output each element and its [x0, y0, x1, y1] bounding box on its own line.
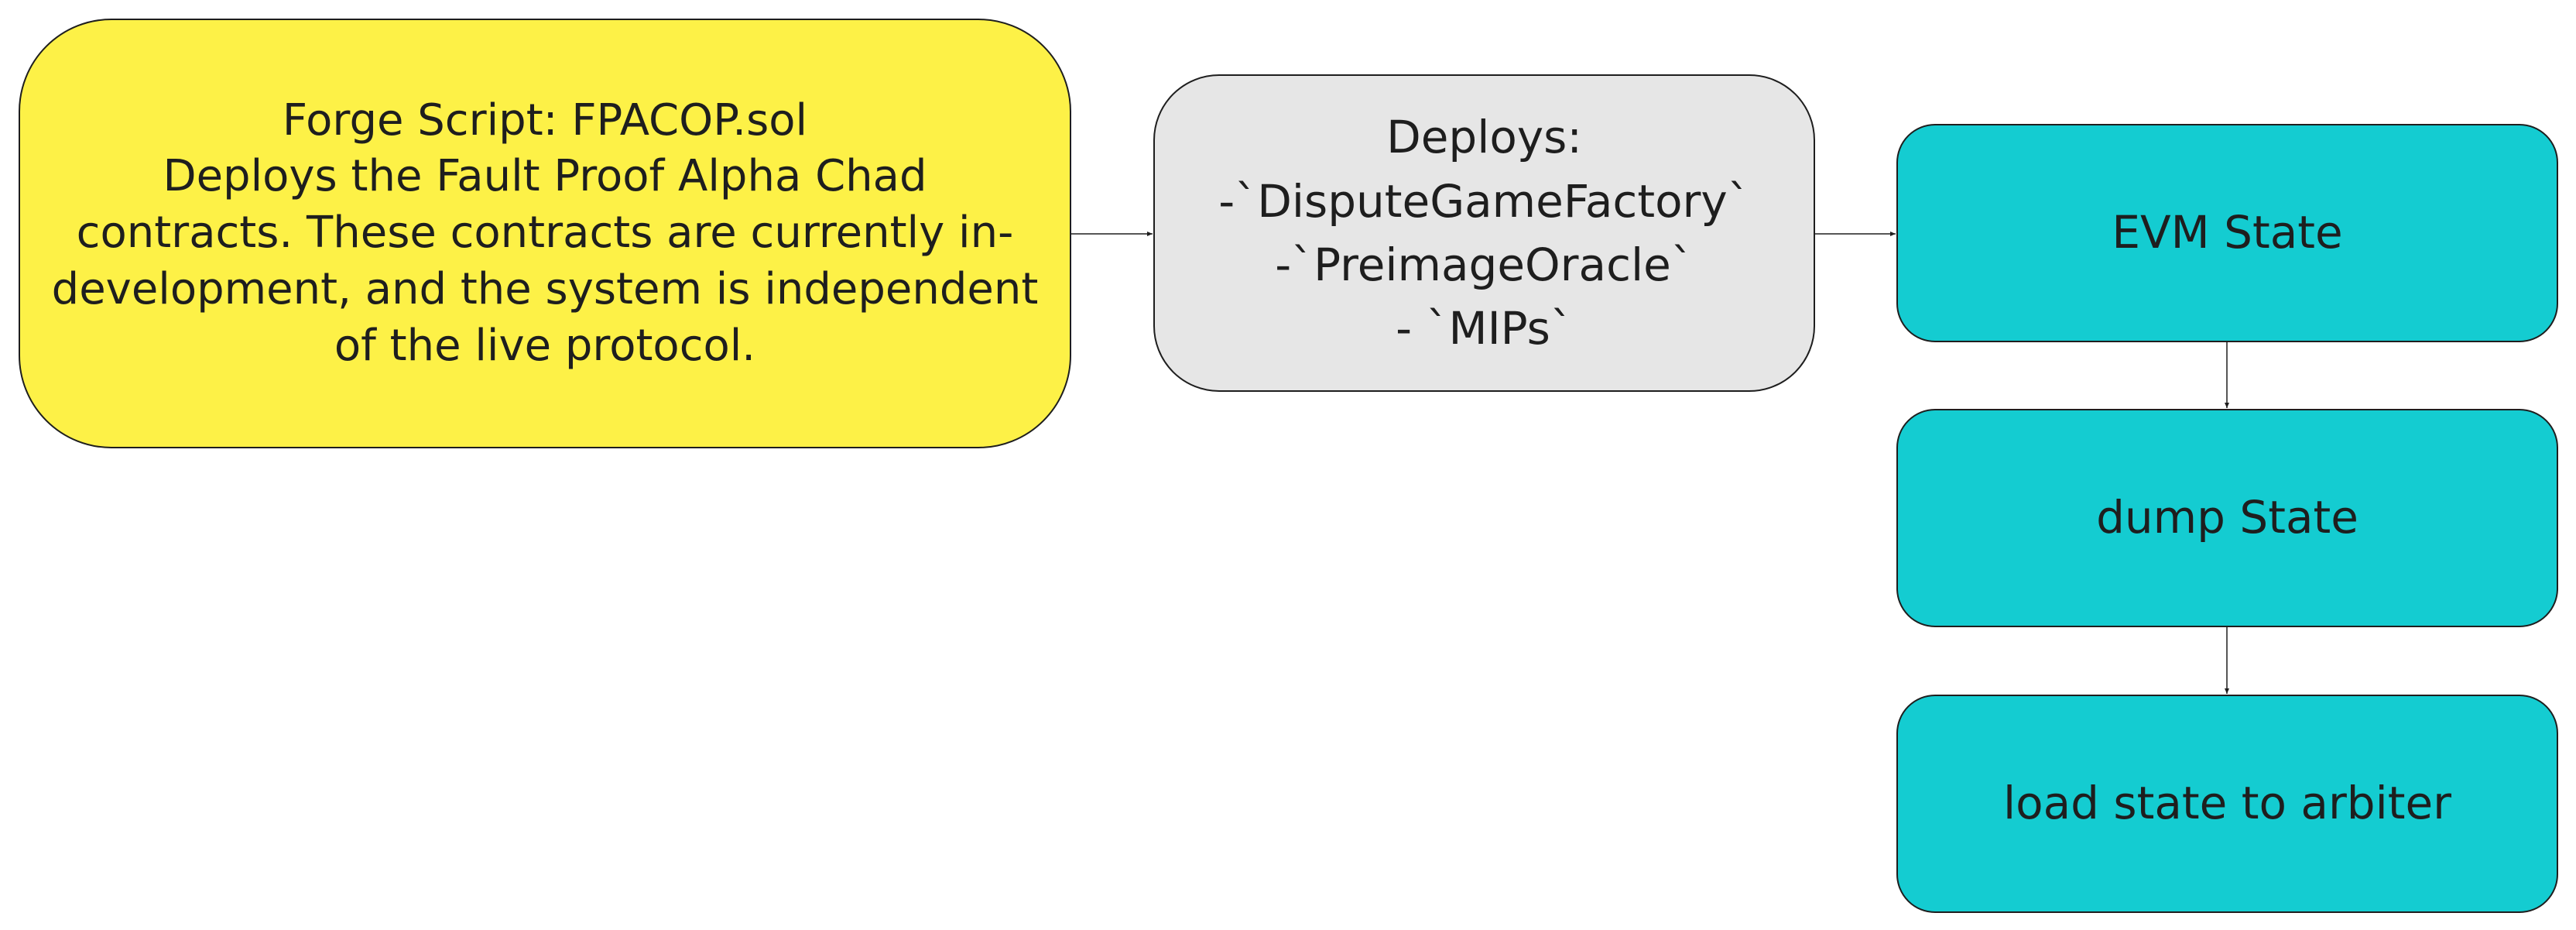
node-text-line: -`PreimageOracle` — [1275, 239, 1694, 291]
node-text-line: - `MIPs` — [1396, 302, 1573, 355]
node-text-line: of the live protocol. — [334, 320, 756, 371]
dump-state-node: dump State — [1896, 409, 2558, 627]
node-text-line: Deploys: — [1386, 111, 1582, 164]
node-text-line: development, and the system is independe… — [51, 263, 1039, 314]
node-text-line: -`DisputeGameFactory` — [1218, 174, 1750, 228]
node-text-line: Forge Script: FPACOP.sol — [282, 94, 808, 146]
node-text-line: contracts. These contracts are currently… — [76, 208, 1014, 259]
deploys-node: Deploys: -`DisputeGameFactory` -`Preimag… — [1153, 74, 1815, 392]
node-text-line: Deploys the Fault Proof Alpha Chad — [163, 151, 927, 202]
load-state-node: load state to arbiter — [1896, 695, 2558, 913]
node-text-line: dump State — [2096, 491, 2358, 544]
node-text-line: EVM State — [2112, 206, 2343, 259]
evm-state-node: EVM State — [1896, 124, 2558, 342]
node-text-line: load state to arbiter — [2002, 777, 2451, 830]
forge-script-node: Forge Script: FPACOP.sol Deploys the Fau… — [19, 19, 1071, 448]
